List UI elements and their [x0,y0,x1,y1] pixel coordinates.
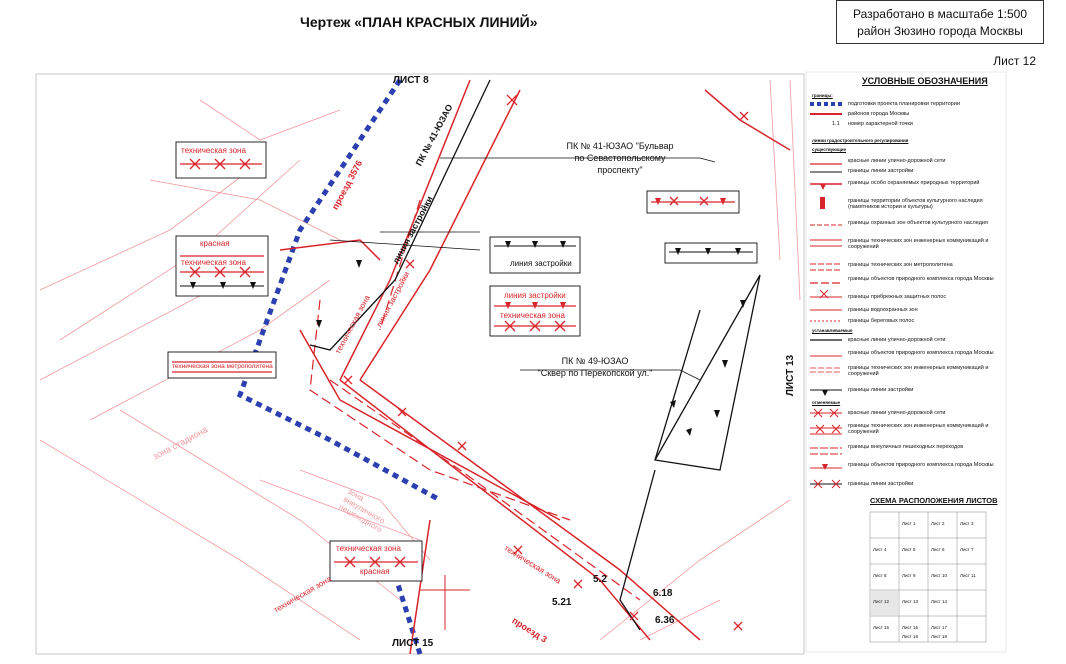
scheme-cell[interactable]: Лист 8 [873,573,887,578]
legend-regulation-header: линии градостроительного регулирования [812,138,909,143]
background-contours [39,79,801,641]
scheme-cell[interactable]: Лист 9 [902,573,916,578]
point-label: 5.2 [593,574,607,585]
point-label: 5.21 [552,597,572,608]
scheme-cell[interactable]: Лист 19 [931,634,948,639]
box-label-tech-zone-1: техническая зона [181,146,246,155]
scheme-cell[interactable]: Лист 1 [902,521,916,526]
sheet-ref-right[interactable]: ЛИСТ 13 [785,354,797,397]
scheme-cell[interactable]: Лист 18 [902,634,919,639]
legend-item: границы технических зон инженерных комму… [848,365,989,377]
box-label-red: красная [200,239,230,248]
legend-item: границы береговых полос [848,318,915,324]
scheme-cell[interactable]: Лист 11 [960,573,976,578]
scheme-cell[interactable]: Лист 16 [902,625,919,630]
legend-item: границы водоохранных зон [848,307,918,313]
legend-established-header: устанавливаемые [812,328,853,333]
point-label: 6.18 [653,588,673,599]
box-label-tech-zone-4: техническая зона [500,311,565,320]
legend-item: границы технических зон метрополитена [848,262,953,268]
scale-line: Разработано в масштабе 1:500 [852,7,1028,21]
legend-item: номер характерной точки [848,121,913,127]
legend-item: районов города Москвы [848,111,910,117]
scheme-cell[interactable]: Лист 14 [931,599,948,604]
legend-item: границы объектов природного комплекса го… [848,276,994,282]
legend-borders-header: границы: [812,93,833,98]
sheet-ref-bottom[interactable]: ЛИСТ 15 [392,638,434,649]
callout-pk41-line2: по Севастопольскому [574,153,666,163]
legend-cancelled-header: отменяемые [812,400,841,405]
box-label-tech-zone-2: техническая зона [181,258,246,267]
scale-info-box: Разработано в масштабе 1:500 район Зюзин… [836,0,1044,44]
cancel-crosses [343,94,749,631]
scheme-cell[interactable]: Лист 2 [931,521,945,526]
planning-boundary [236,78,442,503]
scheme-title: СХЕМА РАСПОЛОЖЕНИЯ ЛИСТОВ [870,496,998,505]
legend-item: границы линии застройки [848,387,914,393]
legend-title: УСЛОВНЫЕ ОБОЗНАЧЕНИЯ [862,76,988,86]
sheet-number: Лист 12 [993,54,1036,68]
legend-item: подготовки проекта планировки территории [848,101,960,107]
callout-pk41: ПК № 41-ЮЗАО "Бульвар по Севастопольском… [540,140,700,176]
point-label: 6.36 [655,615,675,626]
legend-symbols [810,102,842,489]
legend-item: границы территории объектов культурного … [848,198,983,210]
current-sheet-highlight [870,590,899,616]
scheme-cell[interactable]: Лист 6 [931,547,945,552]
legend-item: границы охранных зон объектов культурног… [848,220,988,226]
box-metro-zone [167,351,277,379]
legend-existing-header: существующие [812,147,847,152]
box-label-build-line-red: линия застройки [504,291,566,300]
legend-item: границы прибрежных защитных полос [848,294,947,300]
scheme-cell[interactable]: Лист 13 [902,599,919,604]
box-label-tech-zone-5: техническая зона [336,544,401,553]
legend-item: границы объектов природного комплекса го… [848,350,994,356]
callout-pk49-line1: ПК № 49-ЮЗАО [561,356,629,366]
legend-item: границы технических зон инженерных комму… [848,423,989,435]
scheme-cell[interactable]: Лист 5 [902,547,916,552]
scheme-cell[interactable]: Лист 10 [931,573,948,578]
sheet-ref-top[interactable]: ЛИСТ 8 [393,75,429,86]
scheme-cell[interactable]: Лист 3 [960,521,974,526]
scheme-cell[interactable]: Лист 15 [873,625,890,630]
callout-pk49: ПК № 49-ЮЗАО "Сквер по Перекопской ул." [510,355,680,379]
box-build-line-2 [664,242,758,264]
legend-point-number: 1.1 [832,121,840,127]
legend-item: границы линии застройки [848,168,914,174]
legend-frame [805,71,1007,653]
box-label-metro: техническая зона метрополитена [172,363,273,370]
legend-item: границы линии застройки [848,481,914,487]
legend-item: границы внеуличных пешеходных переходов [848,444,964,450]
box-label-red-5: красная [360,567,390,576]
district-line: район Зюзино города Москвы [857,24,1023,38]
legend-item: красные линии улично-дорожной сети [848,410,946,416]
box-label-build-line: линия застройки [510,259,572,268]
legend-item: границы объектов природного комплекса го… [848,462,994,468]
build-line-markers [316,260,746,436]
scheme-cell-current[interactable]: Лист 12 [873,599,890,604]
scheme-cell[interactable]: Лист 4 [873,547,887,552]
scheme-cell[interactable]: Лист 17 [931,625,948,630]
legend-item: границы особо охраняемых природных терри… [848,180,980,186]
sheet-scheme-grid [869,511,987,643]
scheme-cell[interactable]: Лист 7 [960,547,974,552]
callout-pk49-line2: "Сквер по Перекопской ул." [537,368,653,378]
legend-item: красные линии улично-дорожной сети [848,158,946,164]
callout-pk41-line3: проспекту" [597,165,643,175]
legend-item: красные линии улично-дорожной сети [848,337,946,343]
legend-item: границы технических зон инженерных комму… [848,238,989,250]
page-title: Чертеж «ПЛАН КРАСНЫХ ЛИНИЙ» [300,14,538,30]
box-build-tech [489,285,581,337]
callout-pk41-line1: ПК № 41-ЮЗАО "Бульвар [566,141,674,151]
